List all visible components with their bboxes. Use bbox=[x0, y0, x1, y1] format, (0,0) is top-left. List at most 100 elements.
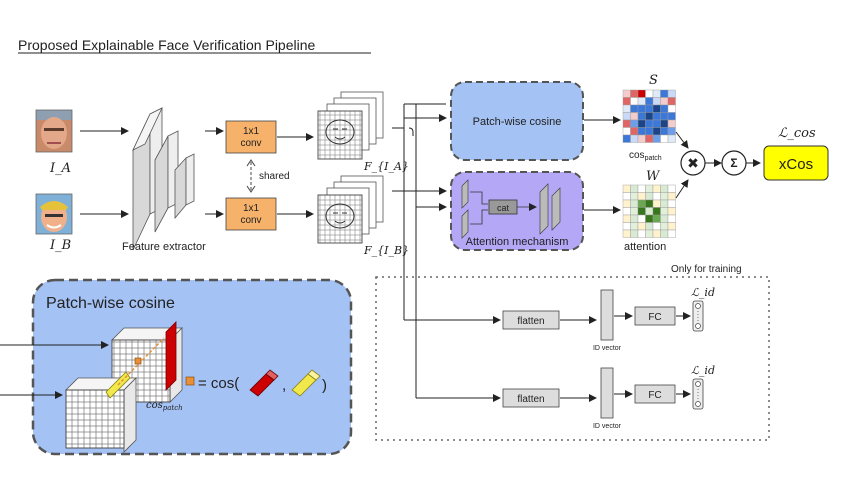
flatten-top-box: flatten bbox=[502, 310, 560, 330]
heatmap-cell bbox=[637, 184, 646, 193]
red-cuboid-icon bbox=[249, 369, 279, 397]
heatmap-cell bbox=[637, 207, 646, 216]
heatmap-cell bbox=[622, 214, 631, 223]
svg-text:flatten: flatten bbox=[517, 394, 544, 405]
id-vector-top-label: ID vector bbox=[593, 345, 622, 352]
training-label: Only for training bbox=[671, 264, 742, 275]
heatmap-cell bbox=[667, 199, 676, 208]
heatmap-cell bbox=[637, 134, 646, 143]
heatmap-cell bbox=[652, 207, 661, 216]
xcos-label: xCos bbox=[779, 156, 813, 173]
shared-arrow-up bbox=[246, 159, 256, 167]
cos-map-heatmap bbox=[622, 89, 676, 143]
id-vector-bottom-bar bbox=[600, 367, 614, 419]
feature-extractor-icon bbox=[132, 107, 195, 251]
heatmap-cell bbox=[667, 89, 676, 98]
heatmap-cell bbox=[645, 229, 654, 238]
heatmap-cell bbox=[637, 222, 646, 231]
attention-map-heatmap bbox=[622, 184, 676, 238]
heatmap-cell bbox=[630, 119, 639, 128]
heatmap-cell bbox=[645, 134, 654, 143]
heatmap-cell bbox=[622, 119, 631, 128]
heatmap-cell bbox=[645, 222, 654, 231]
input-b-label: I_B bbox=[49, 238, 71, 253]
heatmap-cell bbox=[660, 207, 669, 216]
svg-text:conv: conv bbox=[240, 138, 261, 149]
svg-text:FC: FC bbox=[648, 390, 661, 401]
heatmap-cell bbox=[637, 229, 646, 238]
heatmap-cell bbox=[667, 112, 676, 121]
heatmap-cell bbox=[630, 199, 639, 208]
loss-id-bottom-label: ℒ_id bbox=[691, 364, 715, 377]
heatmap-cell bbox=[667, 134, 676, 143]
heatmap-cell bbox=[630, 112, 639, 121]
heatmap-cell bbox=[645, 184, 654, 193]
heatmap-cell bbox=[660, 97, 669, 106]
feature-map-b bbox=[317, 175, 384, 244]
svg-text:1x1: 1x1 bbox=[243, 203, 260, 214]
output-vector-bottom bbox=[692, 378, 704, 410]
svg-text:Σ: Σ bbox=[730, 156, 737, 170]
heatmap-cell bbox=[622, 222, 631, 231]
inset-cube-front bbox=[65, 371, 137, 453]
heatmap-cell bbox=[652, 127, 661, 136]
heatmap-cell bbox=[622, 97, 631, 106]
heatmap-cell bbox=[637, 192, 646, 201]
heatmap-cell bbox=[630, 184, 639, 193]
heatmap-cell bbox=[652, 214, 661, 223]
training-region bbox=[375, 276, 770, 441]
heatmap-cell bbox=[645, 127, 654, 136]
conv-bottom-box: 1x1 conv bbox=[225, 197, 277, 231]
inset-comma: , bbox=[282, 377, 286, 394]
id-vector-bottom-label: ID vector bbox=[593, 423, 622, 430]
heatmap-cell bbox=[630, 89, 639, 98]
heatmap-cell bbox=[667, 97, 676, 106]
heatmap-cell bbox=[660, 134, 669, 143]
heatmap-cell bbox=[667, 119, 676, 128]
sum-operator: Σ bbox=[721, 150, 747, 176]
loss-id-top-label: ℒ_id bbox=[691, 286, 715, 299]
svg-text:conv: conv bbox=[240, 215, 261, 226]
heatmap-cell bbox=[652, 104, 661, 113]
attention-box: cat Attention mechanism bbox=[450, 171, 584, 251]
feature-extractor-label: Feature extractor bbox=[122, 241, 206, 253]
arrow-att-to-multiply bbox=[675, 179, 689, 199]
svg-text:1x1: 1x1 bbox=[243, 126, 260, 137]
heatmap-cell bbox=[645, 89, 654, 98]
heatmap-cell bbox=[622, 112, 631, 121]
heatmap-cell bbox=[660, 112, 669, 121]
svg-text:flatten: flatten bbox=[517, 316, 544, 327]
heatmap-cell bbox=[645, 97, 654, 106]
heatmap-cell bbox=[660, 222, 669, 231]
heatmap-cell bbox=[660, 119, 669, 128]
shared-arrow-down bbox=[246, 185, 256, 193]
heatmap-cell bbox=[630, 127, 639, 136]
heatmap-cell bbox=[637, 89, 646, 98]
feature-map-a-label: F_{I_A} bbox=[363, 160, 409, 173]
heatmap-cell bbox=[630, 192, 639, 201]
heatmap-cell bbox=[645, 192, 654, 201]
heatmap-cell bbox=[652, 97, 661, 106]
heatmap-cell bbox=[667, 229, 676, 238]
heatmap-cell bbox=[622, 104, 631, 113]
patch-cosine-box: Patch-wise cosine bbox=[450, 81, 584, 161]
heatmap-cell bbox=[622, 229, 631, 238]
heatmap-cell bbox=[622, 127, 631, 136]
heatmap-cell bbox=[660, 199, 669, 208]
heatmap-cell bbox=[660, 192, 669, 201]
conv-top-box: 1x1 conv bbox=[225, 120, 277, 154]
multiply-operator: ✖ bbox=[680, 150, 706, 176]
svg-text:✖: ✖ bbox=[687, 155, 699, 171]
svg-text:FC: FC bbox=[648, 312, 661, 323]
attention-map-symbol: W bbox=[646, 169, 661, 184]
inset-cos-label: cospatch bbox=[146, 400, 183, 412]
heatmap-cell bbox=[645, 199, 654, 208]
attention-map-label: attention bbox=[624, 241, 666, 253]
heatmap-cell bbox=[630, 214, 639, 223]
patch-cosine-inset: Patch-wise cosine cospatch = cos( , bbox=[0, 278, 353, 456]
id-vector-top-bar bbox=[600, 289, 614, 341]
fc-top-box: FC bbox=[634, 306, 676, 326]
xcos-output-box: xCos bbox=[763, 145, 829, 181]
output-vector-top bbox=[692, 300, 704, 332]
